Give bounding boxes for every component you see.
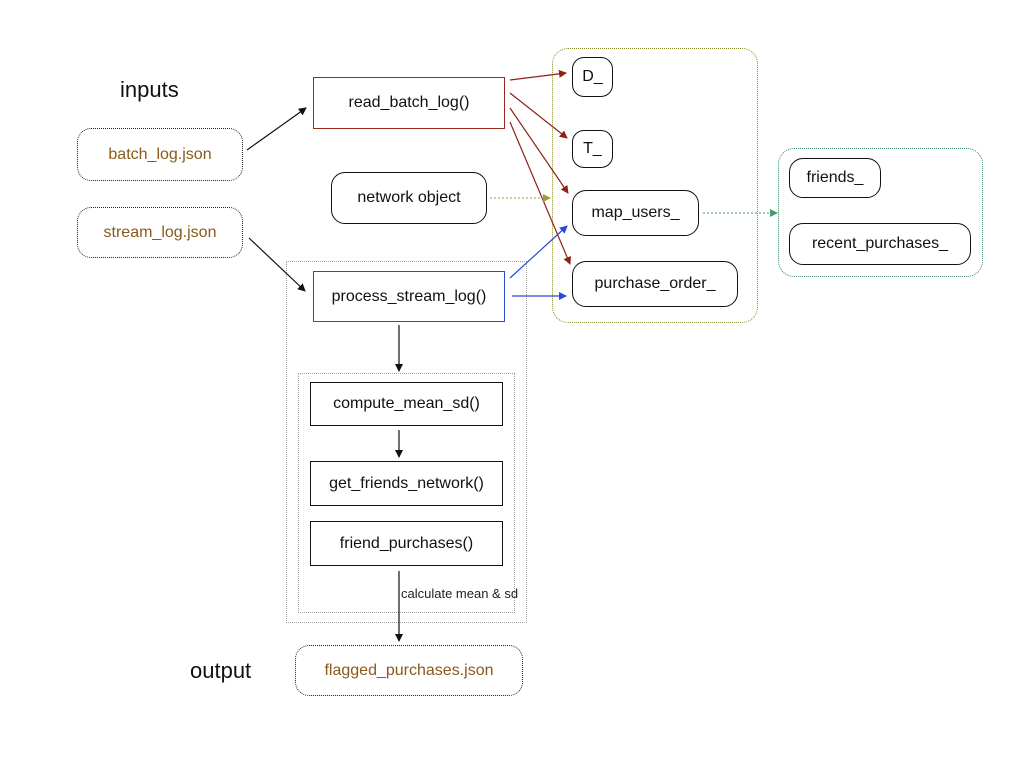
recent-purchases-attribute[interactable]: recent_purchases_ [789,223,971,265]
edge-read-batch-log-to-purchase-order [509,121,571,265]
edge-read-batch-log-to-map-users [509,107,569,194]
compute-mean-sd-function[interactable]: compute_mean_sd() [310,382,503,426]
t-attribute[interactable]: T_ [572,130,613,168]
flagged-purchases-file[interactable]: flagged_purchases.json [295,645,523,696]
edge-process-stream-log-to-map-users [509,225,568,279]
d-attribute[interactable]: D_ [572,57,613,97]
output-heading: output [190,658,252,683]
edge-batch-log-to-read-batch-log [246,107,307,151]
get-friends-network-function[interactable]: get_friends_network() [310,461,503,506]
calculate-mean-sd-note: calculate mean & sd [401,586,519,601]
purchase-order-attribute[interactable]: purchase_order_ [572,261,738,307]
edge-read-batch-log-to-t [509,92,568,139]
anomaly-detection-group [298,373,515,613]
map-users-attributes-group [778,148,983,277]
batch-log-file[interactable]: batch_log.json [77,128,243,181]
class-attributes-group [552,48,758,323]
process-stream-log-function[interactable]: process_stream_log() [313,271,505,322]
friend-purchases-function[interactable]: friend_purchases() [310,521,503,566]
map-users-attribute[interactable]: map_users_ [572,190,699,236]
edge-read-batch-log-to-d [509,69,567,81]
inputs-heading: inputs [120,77,179,102]
read-batch-log-function[interactable]: read_batch_log() [313,77,505,129]
network-object[interactable]: network object [331,172,487,224]
stream-log-file[interactable]: stream_log.json [77,207,243,258]
friends-attribute[interactable]: friends_ [789,158,881,198]
edge-stream-log-to-process-stream-log [248,237,306,292]
stream-processing-group [286,261,527,623]
